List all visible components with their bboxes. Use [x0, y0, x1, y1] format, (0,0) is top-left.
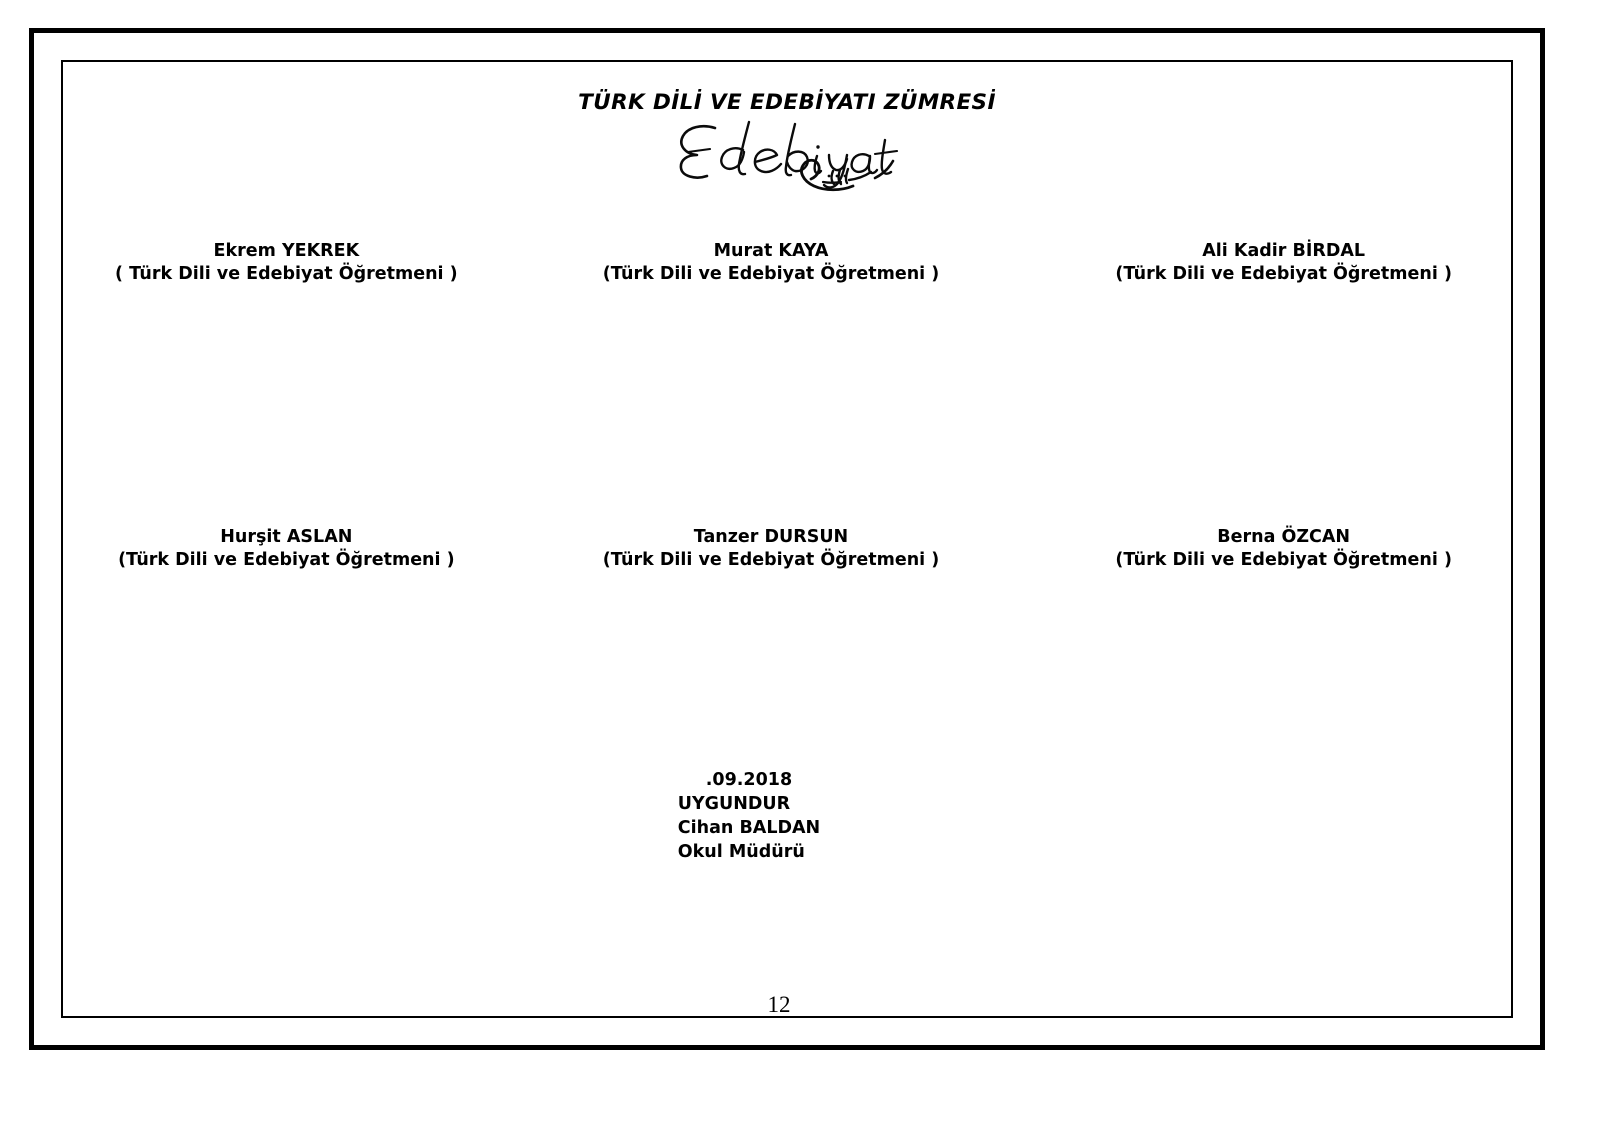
signature-block: Berna ÖZCAN (Türk Dili ve Edebiyat Öğret…: [1042, 526, 1525, 572]
approver-name: Cihan BALDAN: [677, 818, 821, 839]
signature-block: Hurşit ASLAN (Türk Dili ve Edebiyat Öğre…: [45, 526, 528, 572]
approval-status: UYGUNDUR: [677, 794, 791, 815]
signatory-name: Hurşit ASLAN: [220, 527, 353, 547]
signatory-role: ( Türk Dili ve Edebiyat Öğretmeni ): [115, 264, 458, 285]
signatory-role: (Türk Dili ve Edebiyat Öğretmeni ): [602, 264, 940, 285]
signatory-name: Murat KAYA: [713, 241, 829, 261]
signatory-role: (Türk Dili ve Edebiyat Öğretmeni ): [1115, 264, 1452, 285]
approval-date: .09.2018: [705, 770, 793, 790]
signatory-role: (Türk Dili ve Edebiyat Öğretmeni ): [1115, 550, 1452, 571]
edebiyat-calligraphy-icon: [679, 120, 899, 192]
approver-title: Okul Müdürü: [677, 842, 805, 863]
signature-block: Tanzer DURSUN (Türk Dili ve Edebiyat Öğr…: [530, 526, 1013, 572]
page-border-inner: TÜRK DİLİ VE EDEBİYATI ZÜMRESİ: [61, 60, 1513, 1018]
signatory-name: Berna ÖZCAN: [1217, 527, 1351, 547]
signatory-name: Tanzer DURSUN: [693, 527, 849, 547]
page-title: TÜRK DİLİ VE EDEBİYATI ZÜMRESİ: [578, 90, 996, 115]
signature-block: Ali Kadir BİRDAL (Türk Dili ve Edebiyat …: [1042, 240, 1525, 286]
signatory-name: Ali Kadir BİRDAL: [1202, 241, 1366, 261]
signature-block: Murat KAYA (Türk Dili ve Edebiyat Öğretm…: [530, 240, 1013, 286]
signatory-name: Ekrem YEKREK: [213, 241, 360, 261]
page-border-outer: TÜRK DİLİ VE EDEBİYATI ZÜMRESİ: [29, 28, 1545, 1050]
page-number: 12: [767, 992, 791, 1017]
signature-row-2: Hurşit ASLAN (Türk Dili ve Edebiyat Öğre…: [63, 526, 1511, 572]
edebiyat-calligraphy-logo: [63, 114, 1511, 192]
signatory-role: (Türk Dili ve Edebiyat Öğretmeni ): [118, 550, 455, 571]
signatory-role: (Türk Dili ve Edebiyat Öğretmeni ): [602, 550, 940, 571]
page-content: TÜRK DİLİ VE EDEBİYATI ZÜMRESİ: [63, 62, 1511, 1017]
approval-block: .09.2018 UYGUNDUR Cihan BALDAN Okul Müdü…: [63, 768, 1511, 865]
signature-row-1: Ekrem YEKREK ( Türk Dili ve Edebiyat Öğr…: [63, 240, 1511, 286]
signature-block: Ekrem YEKREK ( Türk Dili ve Edebiyat Öğr…: [45, 240, 528, 286]
